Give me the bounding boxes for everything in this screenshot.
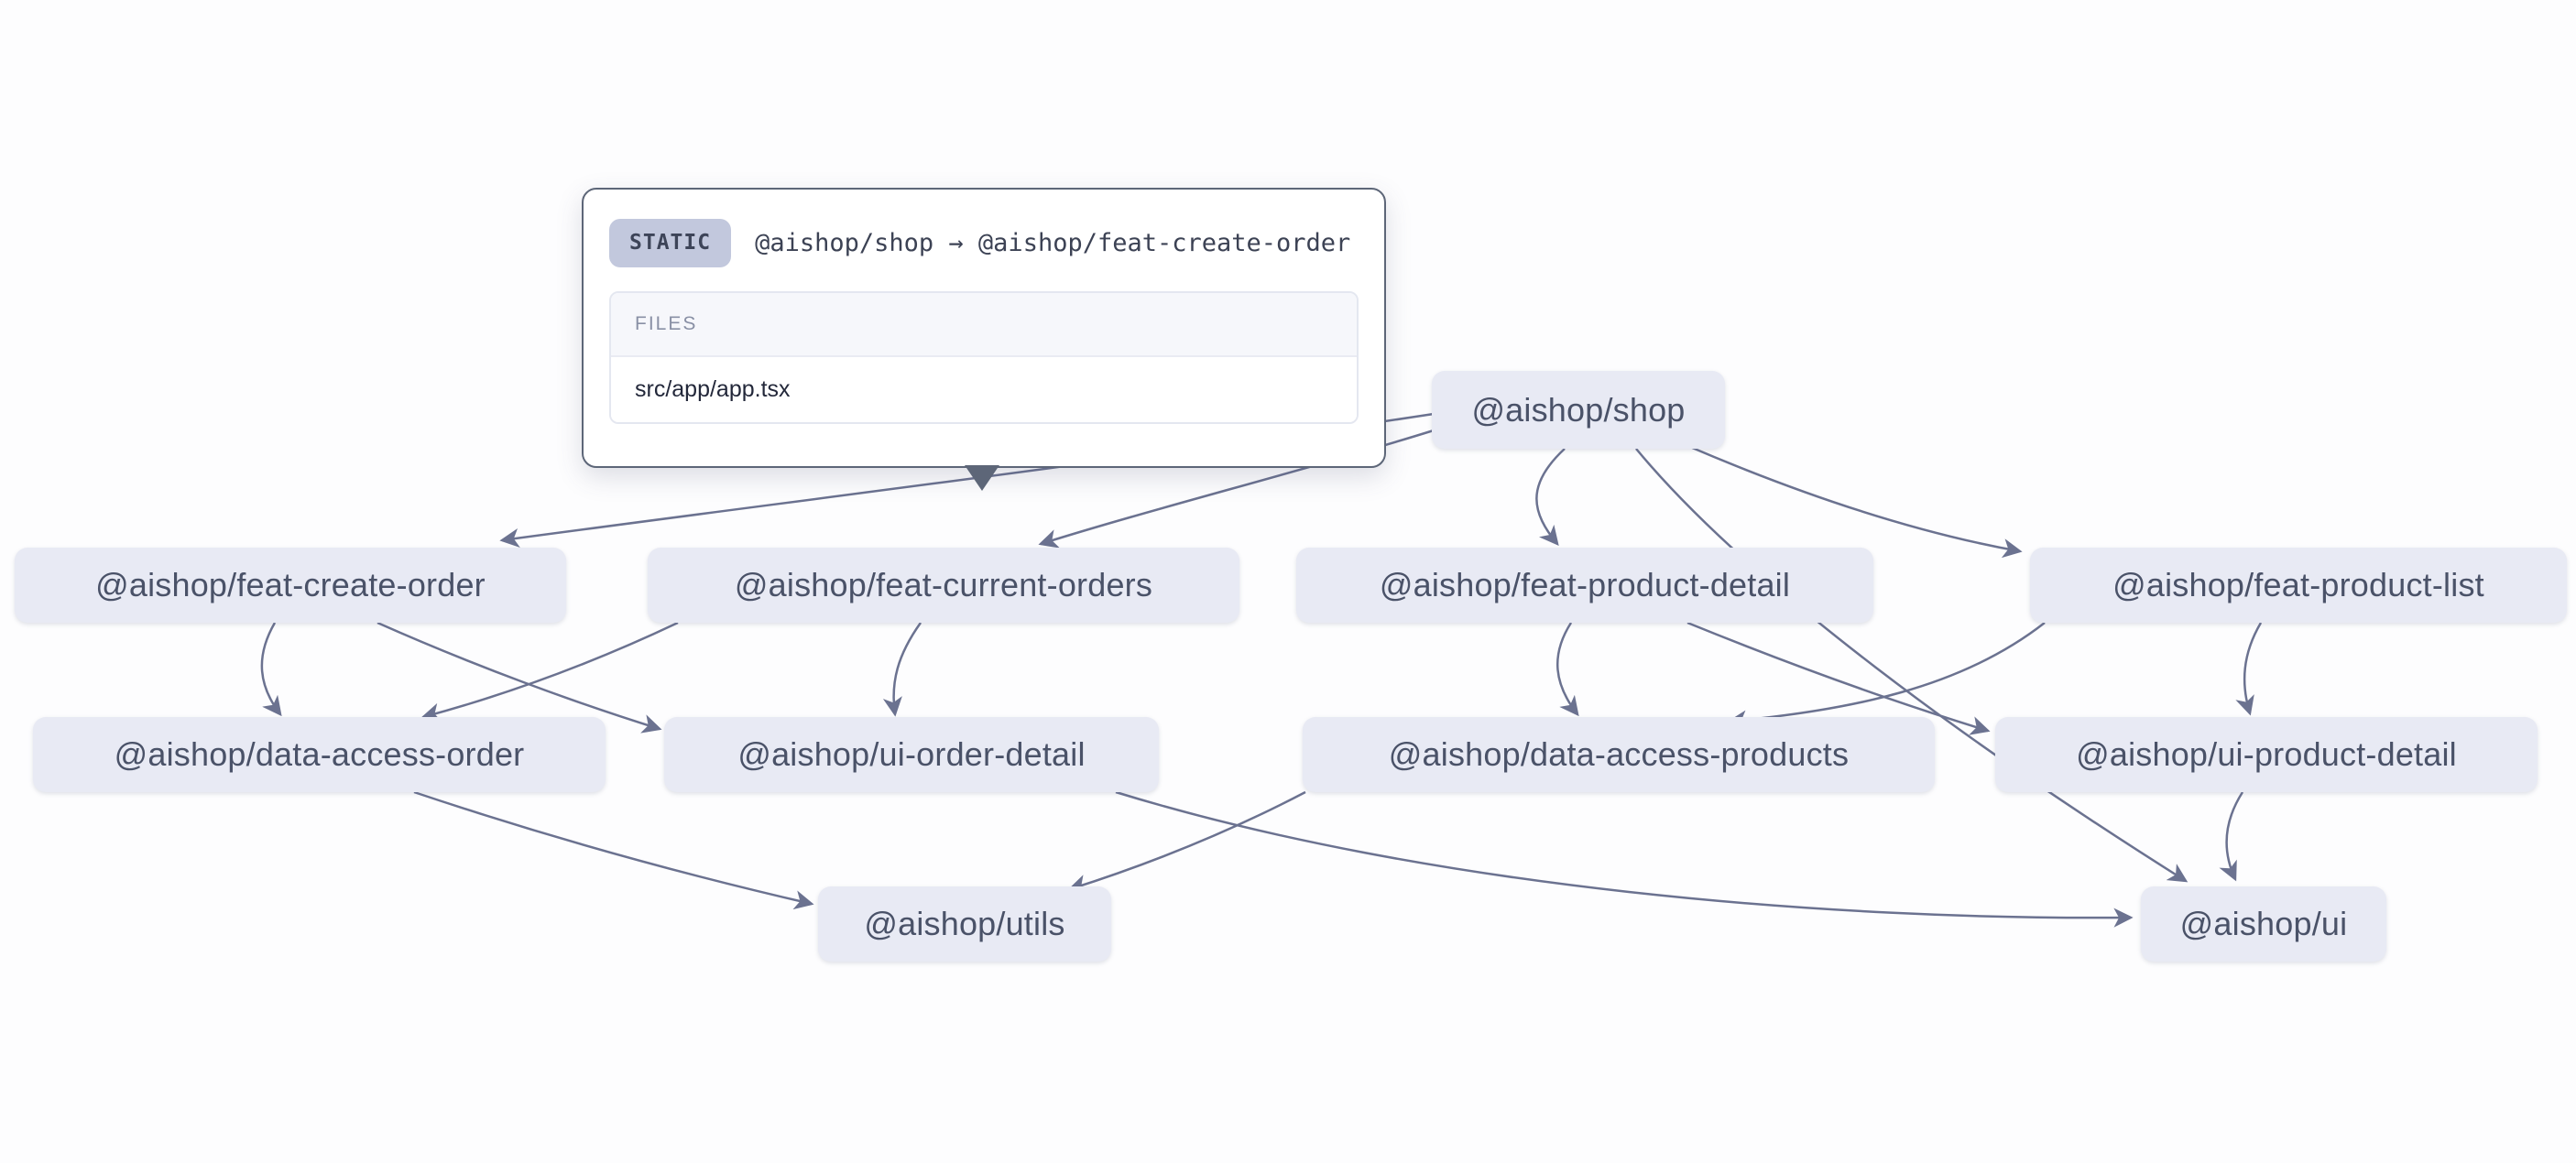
graph-edge-data-access-order-utils[interactable] xyxy=(413,790,814,910)
graph-edge-feat-product-list-ui-product-detail[interactable] xyxy=(2235,622,2263,716)
graph-edge-shop-feat-product-list[interactable] xyxy=(1689,445,2023,559)
graph-node-ui[interactable]: @aishop/ui xyxy=(2141,886,2386,962)
graph-node-feat-create-order[interactable]: @aishop/feat-create-order xyxy=(15,548,566,623)
graph-node-data-access-order[interactable]: @aishop/data-access-order xyxy=(33,717,606,792)
graph-node-feat-current-orders[interactable]: @aishop/feat-current-orders xyxy=(648,548,1239,623)
tooltip-files-panel: FILES src/app/app.tsx xyxy=(609,291,1359,424)
graph-node-feat-product-list[interactable]: @aishop/feat-product-list xyxy=(2030,548,2567,623)
files-section-header: FILES xyxy=(611,293,1357,357)
graph-edge-ui-product-detail-ui[interactable] xyxy=(2219,791,2244,882)
graph-edge-feat-current-orders-data-access-order[interactable] xyxy=(420,621,679,723)
tooltip-header: STATIC @aishop/shop → @aishop/feat-creat… xyxy=(609,219,1359,267)
graph-node-data-access-products[interactable]: @aishop/data-access-products xyxy=(1303,717,1935,792)
tooltip-pointer-icon xyxy=(965,465,999,491)
graph-edge-shop-feat-product-detail[interactable] xyxy=(1535,448,1566,547)
graph-edge-feat-create-order-data-access-order[interactable] xyxy=(260,622,282,717)
edge-tooltip: STATIC @aishop/shop → @aishop/feat-creat… xyxy=(582,188,1386,468)
graph-edge-data-access-products-utils[interactable] xyxy=(1067,790,1306,894)
graph-edge-feat-current-orders-ui-order-detail[interactable] xyxy=(882,622,922,717)
graph-edge-ui-order-detail-ui[interactable] xyxy=(1115,790,2134,928)
graph-node-ui-product-detail[interactable]: @aishop/ui-product-detail xyxy=(1995,717,2538,792)
edge-type-badge: STATIC xyxy=(609,219,732,267)
graph-node-ui-order-detail[interactable]: @aishop/ui-order-detail xyxy=(664,717,1159,792)
edge-relation-label: @aishop/shop → @aishop/feat-create-order xyxy=(755,229,1351,257)
graph-node-feat-product-detail[interactable]: @aishop/feat-product-detail xyxy=(1296,548,1873,623)
graph-edge-feat-product-list-data-access-products[interactable] xyxy=(1727,622,2046,730)
graph-edge-feat-product-detail-data-access-products[interactable] xyxy=(1555,622,1579,717)
file-path: src/app/app.tsx xyxy=(611,357,1357,422)
graph-edge-shop-ui[interactable] xyxy=(1635,448,2189,883)
graph-edge-feat-product-detail-ui-product-detail[interactable] xyxy=(1686,621,1991,735)
graph-edge-feat-create-order-ui-order-detail[interactable] xyxy=(377,621,662,734)
graph-node-shop[interactable]: @aishop/shop xyxy=(1432,371,1725,449)
graph-node-utils[interactable]: @aishop/utils xyxy=(818,886,1111,962)
